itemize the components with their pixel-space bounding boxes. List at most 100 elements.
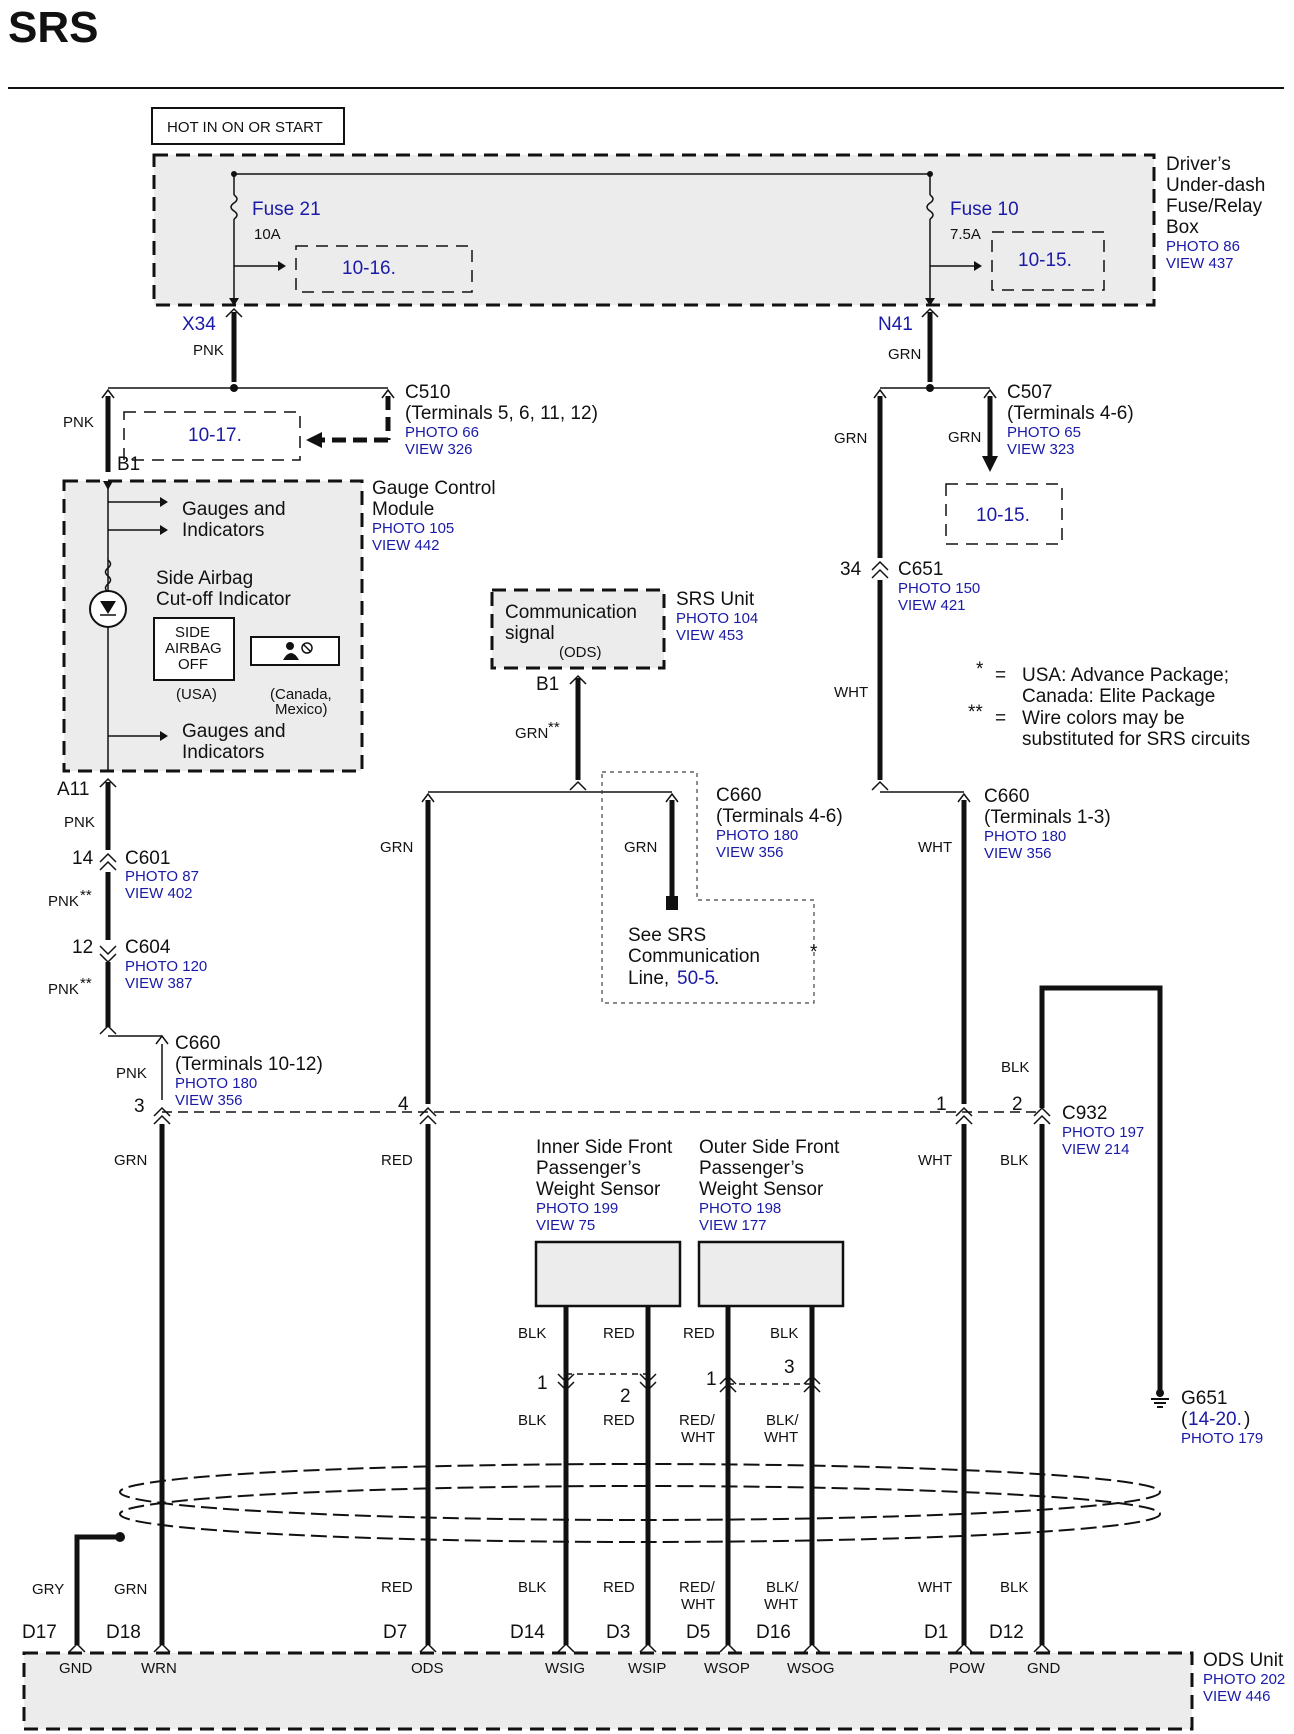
c660a-view[interactable]: VIEW 356	[716, 844, 784, 861]
pin-fork-d3	[639, 1642, 657, 1653]
wire-color-inner-blk2: BLK	[518, 1412, 546, 1429]
outer-sensor-view[interactable]: VIEW 177	[699, 1217, 767, 1234]
fuse10-name: Fuse 10	[950, 199, 1019, 220]
c507-view[interactable]: VIEW 323	[1007, 441, 1075, 458]
pin-1-label: 1	[936, 1094, 947, 1115]
ods-unit-name: ODS Unit	[1203, 1650, 1284, 1671]
c601-photo[interactable]: PHOTO 87	[125, 868, 199, 885]
c932-view[interactable]: VIEW 214	[1062, 1141, 1130, 1158]
inner-sensor-photo[interactable]: PHOTO 199	[536, 1200, 618, 1217]
ods-unit-photo[interactable]: PHOTO 202	[1203, 1671, 1285, 1688]
note2-line2: substituted for SRS circuits	[1022, 729, 1250, 750]
c651-view[interactable]: VIEW 421	[898, 597, 966, 614]
fuse21-ref-box	[295, 245, 473, 293]
inner-sensor-line3: Weight Sensor	[536, 1179, 661, 1200]
ods-signal-wsip: WSIP	[628, 1660, 666, 1677]
c510-ref[interactable]: 10-17.	[188, 425, 242, 446]
canada-line1: (Canada,	[270, 686, 332, 703]
wire-color-wsog-2: WHT	[764, 1596, 798, 1613]
gauges2-line2: Indicators	[182, 742, 264, 763]
wire-color-wht-bottom: WHT	[918, 1579, 952, 1596]
srs-unit-view[interactable]: VIEW 453	[676, 627, 744, 644]
pin-fork-d1	[955, 1642, 973, 1653]
gauge-module-view[interactable]: VIEW 442	[372, 537, 440, 554]
see-srs-ref[interactable]: 50-5	[677, 968, 715, 989]
c660a-name: C660	[716, 785, 761, 806]
c507-ref[interactable]: 10-15.	[976, 505, 1030, 526]
wire-color-wsog-1: BLK/	[766, 1579, 799, 1596]
gauge-module-photo[interactable]: PHOTO 105	[372, 520, 454, 537]
srs-comm-line2: signal	[505, 623, 555, 644]
outer-pin3-conn	[803, 1374, 821, 1393]
c660b-photo[interactable]: PHOTO 180	[984, 828, 1066, 845]
c510-photo[interactable]: PHOTO 66	[405, 424, 479, 441]
c660c-photo[interactable]: PHOTO 180	[175, 1075, 257, 1092]
wire-color-blk-top: BLK	[1001, 1059, 1029, 1076]
ods-signal-pow: POW	[949, 1660, 986, 1677]
c660a-terms: (Terminals 4-6)	[716, 806, 843, 827]
wire-color-a11: PNK	[64, 814, 95, 831]
wire-color-wht: WHT	[834, 684, 868, 701]
wht-fork	[871, 780, 889, 791]
c507-right-fork	[983, 388, 997, 399]
g651-name: G651	[1181, 1388, 1227, 1409]
wire-color-wsop-1: RED/	[679, 1579, 716, 1596]
c660b-terms: (Terminals 1-3)	[984, 807, 1111, 828]
pin-4-label: 4	[398, 1094, 409, 1115]
c604-name: C604	[125, 937, 171, 958]
c651-photo[interactable]: PHOTO 150	[898, 580, 980, 597]
see-srs-line1: See SRS	[628, 925, 706, 946]
usa-label: (USA)	[176, 686, 217, 703]
c510-name: C510	[405, 382, 450, 403]
note1-line2: Canada: Elite Package	[1022, 686, 1215, 707]
c932-photo[interactable]: PHOTO 197	[1062, 1124, 1144, 1141]
fuse-box-photo[interactable]: PHOTO 86	[1166, 238, 1240, 255]
wire-color-outer-blk: BLK	[770, 1325, 798, 1342]
c604-photo[interactable]: PHOTO 120	[125, 958, 207, 975]
ods-unit-view[interactable]: VIEW 446	[1203, 1688, 1271, 1705]
pin-fork-d12	[1033, 1642, 1051, 1653]
pin-fork-d14	[557, 1642, 575, 1653]
indicator-line2: Cut-off Indicator	[156, 589, 292, 610]
outer-sensor-photo[interactable]: PHOTO 198	[699, 1200, 781, 1217]
fuse10-arrow	[925, 298, 935, 306]
g651-photo[interactable]: PHOTO 179	[1181, 1430, 1263, 1447]
airbag-occupant-icon	[283, 642, 313, 660]
side-airbag-off-display	[153, 617, 235, 681]
c510-view[interactable]: VIEW 326	[405, 441, 473, 458]
pin-3-label: 3	[134, 1096, 145, 1117]
c507-name: C507	[1007, 382, 1052, 403]
c604-view[interactable]: VIEW 387	[125, 975, 193, 992]
fuse-box-name-4: Box	[1166, 217, 1199, 238]
usa-box-line1: SIDE	[175, 624, 210, 641]
terminal-a11: A11	[57, 779, 89, 800]
wire-color-wsop-2: WHT	[681, 1596, 715, 1613]
c660a-photo[interactable]: PHOTO 180	[716, 827, 798, 844]
see-srs-star: *	[810, 942, 818, 963]
c601-view[interactable]: VIEW 402	[125, 885, 193, 902]
inner-sensor-view[interactable]: VIEW 75	[536, 1217, 595, 1234]
note-star: *	[976, 659, 984, 680]
wire-blk-ground	[1039, 985, 1163, 1390]
fuse21-ref[interactable]: 10-16.	[342, 258, 396, 279]
comm-terminal	[666, 896, 678, 910]
wire-color-gry: GRY	[32, 1581, 64, 1598]
c660b-view[interactable]: VIEW 356	[984, 845, 1052, 862]
c604-pin: 12	[72, 937, 93, 958]
inner-pin1-label: 1	[537, 1373, 548, 1394]
fuse10-ref[interactable]: 10-15.	[1018, 250, 1072, 271]
c660c-view[interactable]: VIEW 356	[175, 1092, 243, 1109]
note-eq1: =	[995, 665, 1006, 686]
wire-color-outer-red: RED	[683, 1325, 715, 1342]
c507-photo[interactable]: PHOTO 65	[1007, 424, 1081, 441]
fuse-box-view[interactable]: VIEW 437	[1166, 255, 1234, 272]
c660b-fork	[957, 792, 971, 803]
fuse10-ref-box	[991, 231, 1105, 291]
ods-signal-wrn: WRN	[141, 1660, 177, 1677]
inner-weight-sensor	[534, 1240, 682, 1308]
g651-ref[interactable]: 14-20.	[1188, 1409, 1242, 1430]
srs-unit-photo[interactable]: PHOTO 104	[676, 610, 758, 627]
c660c-upper-fork	[99, 1024, 117, 1035]
hot-label-box	[151, 107, 345, 145]
